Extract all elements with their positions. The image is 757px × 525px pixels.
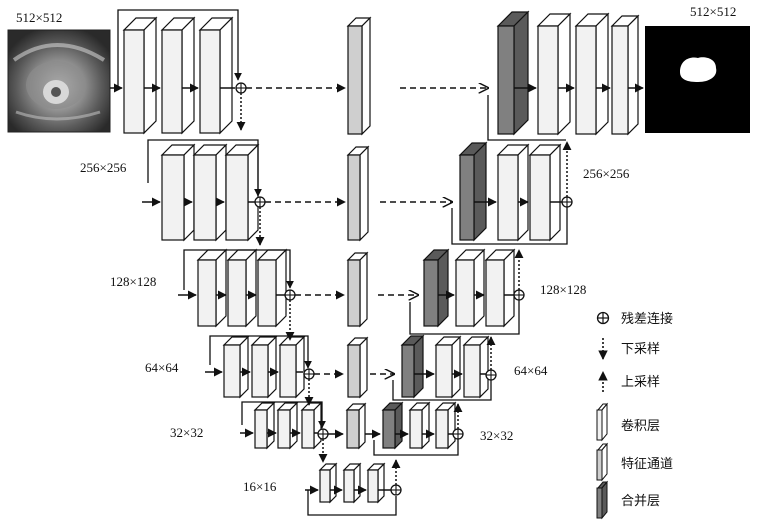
skip4-feature <box>348 338 367 397</box>
legend-item-up: 上采样 <box>603 372 660 392</box>
enc5-conv-c <box>302 403 321 448</box>
legend-item-residual: 残差连接 <box>598 311 674 327</box>
enc-size-label-128: 128×128 <box>110 274 156 289</box>
legend-label-feature: 特征通道 <box>621 457 673 472</box>
enc4-conv-b <box>252 337 276 397</box>
feature-block-icon <box>597 444 607 480</box>
dec5-conv-b <box>436 403 455 448</box>
dec3-merge <box>424 250 448 326</box>
enc3-conv-c <box>258 250 286 326</box>
enc5-conv-b <box>278 403 297 448</box>
output-size-label: 512×512 <box>690 4 736 19</box>
enc-size-label-32: 32×32 <box>170 425 203 440</box>
residual-add-icon <box>285 290 295 300</box>
output-image <box>645 26 750 133</box>
residual-add-icon <box>255 197 265 207</box>
skip1-feature <box>348 18 370 134</box>
enc1-conv-a <box>124 18 156 133</box>
legend-item-conv: 卷积层 <box>597 404 660 440</box>
skip2-feature <box>348 147 368 240</box>
dec-size-label-32: 32×32 <box>480 428 513 443</box>
residual-add-icon <box>304 369 314 379</box>
conv-block-icon <box>597 404 607 440</box>
merge-block-icon <box>597 482 607 518</box>
enc3-conv-a <box>198 250 226 326</box>
legend-label-merge: 合并层 <box>621 494 660 509</box>
dec5-conv-a <box>410 403 429 448</box>
enc5-conv-a <box>255 403 274 448</box>
dec2-conv-a <box>498 145 528 240</box>
bottleneck-conv-b <box>344 464 360 502</box>
dec5-merge <box>383 403 402 448</box>
enc3-conv-b <box>228 250 256 326</box>
skip3-feature <box>348 253 367 326</box>
dec4-conv-b <box>464 337 488 397</box>
enc1-conv-b <box>162 18 194 133</box>
enc4-conv-a <box>224 337 248 397</box>
dec3-conv-b <box>486 250 514 326</box>
residual-add-icon <box>562 197 572 207</box>
enc-size-label-16: 16×16 <box>243 479 277 494</box>
legend-label-residual: 残差连接 <box>621 311 673 327</box>
dec1-conv-c <box>612 16 638 134</box>
dec-size-label-256: 256×256 <box>583 166 630 181</box>
dec2-merge <box>460 143 486 240</box>
enc1-conv-c <box>200 18 232 133</box>
residual-add-icon <box>236 83 246 93</box>
residual-add-icon <box>453 429 463 439</box>
input-image <box>8 30 110 132</box>
dec1-merge <box>498 12 528 134</box>
enc-size-label-256: 256×256 <box>80 160 127 175</box>
enc4-conv-c <box>280 337 304 397</box>
dec1-conv-a <box>538 14 570 134</box>
legend: 残差连接 下采样 上采样 卷积层 特征通道 <box>597 311 673 518</box>
bottleneck-conv-c <box>368 464 384 502</box>
dec2-conv-b <box>530 145 560 240</box>
enc2-conv-c <box>226 145 258 240</box>
residual-add-icon <box>391 485 401 495</box>
legend-label-down: 下采样 <box>621 342 660 357</box>
bottleneck-conv-a <box>320 464 336 502</box>
enc2-conv-a <box>162 145 194 240</box>
residual-add-icon <box>318 429 328 439</box>
legend-item-down: 下采样 <box>603 338 660 359</box>
enc-size-label-64: 64×64 <box>145 360 179 375</box>
legend-label-conv: 卷积层 <box>621 418 660 434</box>
input-size-label: 512×512 <box>16 10 62 25</box>
dec4-merge <box>402 336 423 397</box>
skip5-feature <box>347 404 365 448</box>
dec-size-label-64: 64×64 <box>514 363 548 378</box>
legend-label-up: 上采样 <box>621 375 660 390</box>
legend-item-merge: 合并层 <box>597 482 660 518</box>
dec-size-label-128: 128×128 <box>540 282 586 297</box>
dec4-conv-a <box>436 337 460 397</box>
legend-item-feature: 特征通道 <box>597 444 673 480</box>
residual-add-icon <box>514 290 524 300</box>
residual-add-icon <box>486 370 496 380</box>
dec1-conv-b <box>576 14 608 134</box>
enc2-conv-b <box>194 145 226 240</box>
dec3-conv-a <box>456 250 484 326</box>
